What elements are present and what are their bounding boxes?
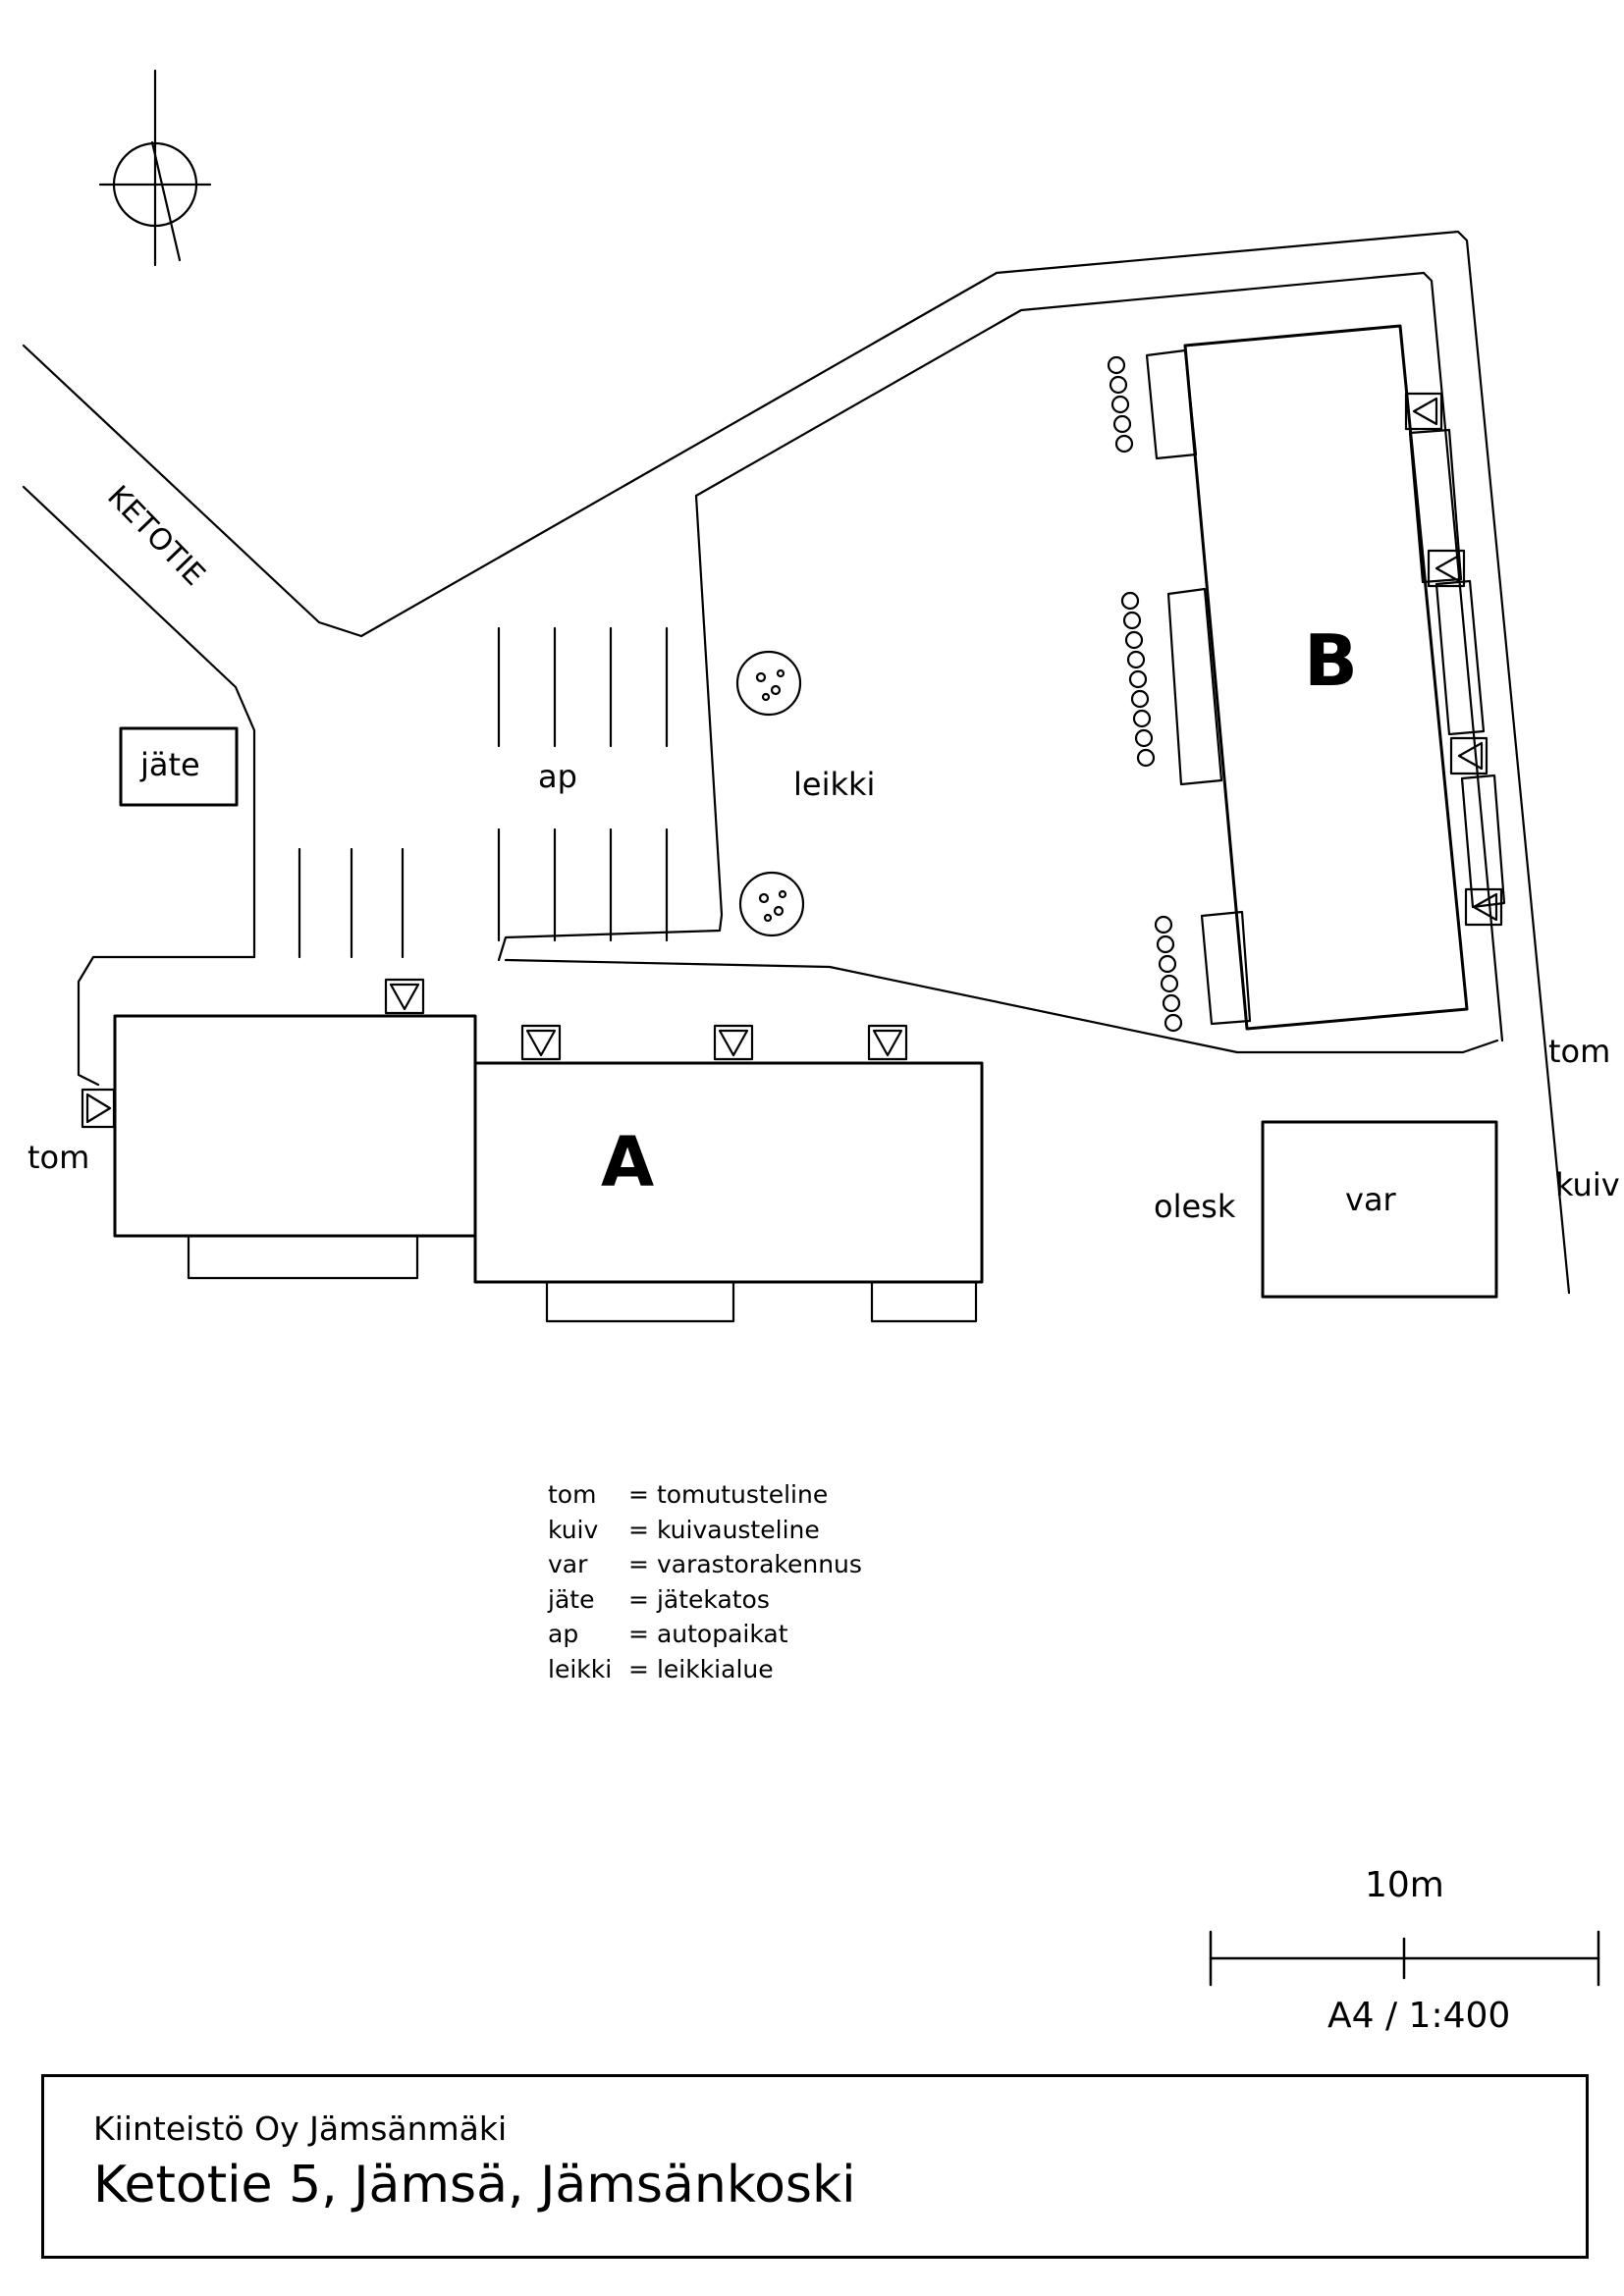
legend-equals: = xyxy=(628,1584,649,1614)
tree-icon xyxy=(735,650,805,937)
building-a-west xyxy=(113,1014,477,1238)
building-a-label: A xyxy=(601,1122,654,1202)
tom-marker-icon xyxy=(81,392,1503,1129)
left-path xyxy=(77,955,256,1087)
legend-row: jäte = jätekatos xyxy=(548,1582,862,1618)
playground-label: leikki xyxy=(793,766,875,803)
waste-shelter-label: jäte xyxy=(139,746,200,783)
legend-row: ap = autopaikat xyxy=(548,1617,862,1652)
building-b-label: B xyxy=(1304,619,1358,702)
balcony xyxy=(1145,348,1198,460)
title-block: Kiinteistö Oy Jämsänmäki Ketotie 5, Jäms… xyxy=(41,2074,1589,2259)
legend-meaning: autopaikat xyxy=(656,1620,788,1648)
legend-row: kuiv = kuivausteline xyxy=(548,1513,862,1548)
tom-label-right: tom xyxy=(1548,1033,1610,1070)
legend-meaning: kuivausteline xyxy=(656,1515,820,1544)
balcony xyxy=(187,1234,419,1280)
legend-meaning: jätekatos xyxy=(656,1584,770,1614)
balcony xyxy=(1200,910,1252,1026)
scale-bar-label: 10m xyxy=(1365,1865,1444,1905)
road-edge-inner xyxy=(22,485,256,959)
building-a-east xyxy=(473,1061,984,1284)
storage-label: var xyxy=(1345,1181,1397,1218)
waste-shelter-jate xyxy=(119,726,239,807)
legend-meaning: leikkialue xyxy=(656,1654,774,1683)
balcony xyxy=(1460,774,1506,909)
balcony xyxy=(545,1280,735,1323)
drying-rack-label: kuiv xyxy=(1555,1166,1620,1203)
parking-area-edge xyxy=(497,494,724,962)
parking-stripes xyxy=(298,626,669,959)
legend-abbr: leikki xyxy=(548,1654,613,1683)
road-edge-outer xyxy=(22,230,1571,1295)
legend-abbr: kuiv xyxy=(548,1515,599,1544)
balcony xyxy=(1166,587,1223,786)
legend-equals: = xyxy=(628,1654,649,1683)
legend-abbr: jäte xyxy=(548,1584,595,1614)
tom-label-left: tom xyxy=(27,1139,89,1176)
parking-label: ap xyxy=(538,758,577,795)
company-name: Kiinteistö Oy Jämsänmäki xyxy=(93,2109,508,2148)
yard-path xyxy=(694,271,1504,1042)
legend-row: tom = tomutusteline xyxy=(548,1477,862,1513)
legend: tom = tomutusteline kuiv = kuivausteline… xyxy=(548,1477,862,1686)
legend-equals: = xyxy=(628,1620,649,1648)
legend-abbr: ap xyxy=(548,1620,579,1648)
shrub-icon xyxy=(1107,355,1183,1033)
storage-building-var xyxy=(1261,1120,1498,1299)
legend-row: var = varastorakennus xyxy=(548,1547,862,1582)
legend-equals: = xyxy=(628,1480,649,1509)
scale-bar xyxy=(1209,1930,1600,1987)
scale-ratio: A4 / 1:400 xyxy=(1327,1996,1511,2036)
balcony xyxy=(870,1280,978,1323)
legend-abbr: tom xyxy=(548,1480,597,1509)
legend-row: leikki = leikkialue xyxy=(548,1652,862,1687)
legend-equals: = xyxy=(628,1550,649,1578)
north-arrow-icon xyxy=(98,69,212,267)
building-b xyxy=(1183,324,1469,1031)
seating-area-label: olesk xyxy=(1154,1188,1236,1225)
legend-equals: = xyxy=(628,1515,649,1544)
balcony xyxy=(1435,579,1486,736)
site-address: Ketotie 5, Jämsä, Jämsänkoski xyxy=(93,2156,856,2215)
lower-path xyxy=(504,958,1499,1054)
balcony xyxy=(1408,428,1463,584)
legend-abbr: var xyxy=(548,1550,588,1578)
legend-meaning: tomutusteline xyxy=(656,1480,829,1509)
legend-meaning: varastorakennus xyxy=(656,1550,862,1578)
